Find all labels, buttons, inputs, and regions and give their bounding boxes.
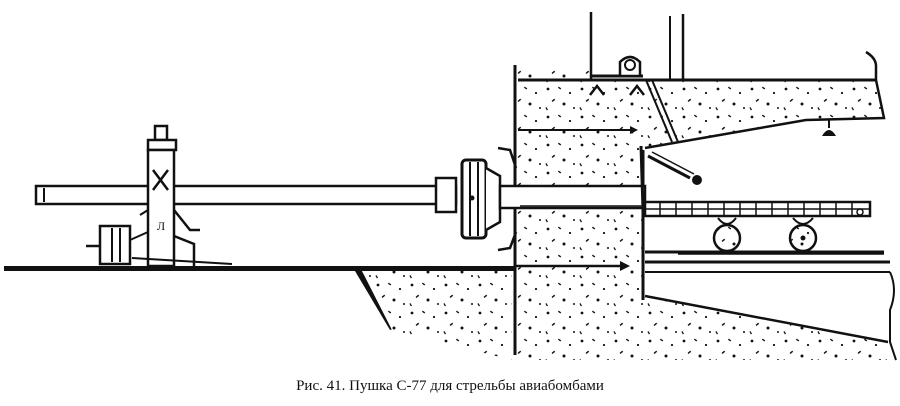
anchor-rods: [515, 126, 638, 271]
bore-tube: [498, 184, 647, 210]
winch-unit: [86, 224, 233, 266]
lever-arm: [639, 145, 702, 211]
trolley-wheels: [712, 217, 818, 253]
ground-line: [4, 266, 514, 360]
pulley: [589, 55, 645, 96]
breech-flange: [460, 146, 518, 252]
loading-tray: [643, 200, 872, 218]
support-column: Л: [139, 124, 200, 268]
figure-caption: Рис. 41. Пушка С-77 для стрельбы авиабом…: [296, 378, 604, 394]
lower-slab: [644, 271, 897, 361]
rail: [645, 250, 890, 273]
barrel: [34, 176, 458, 214]
lamp: [822, 120, 836, 136]
svg-text:Л: Л: [157, 219, 165, 233]
